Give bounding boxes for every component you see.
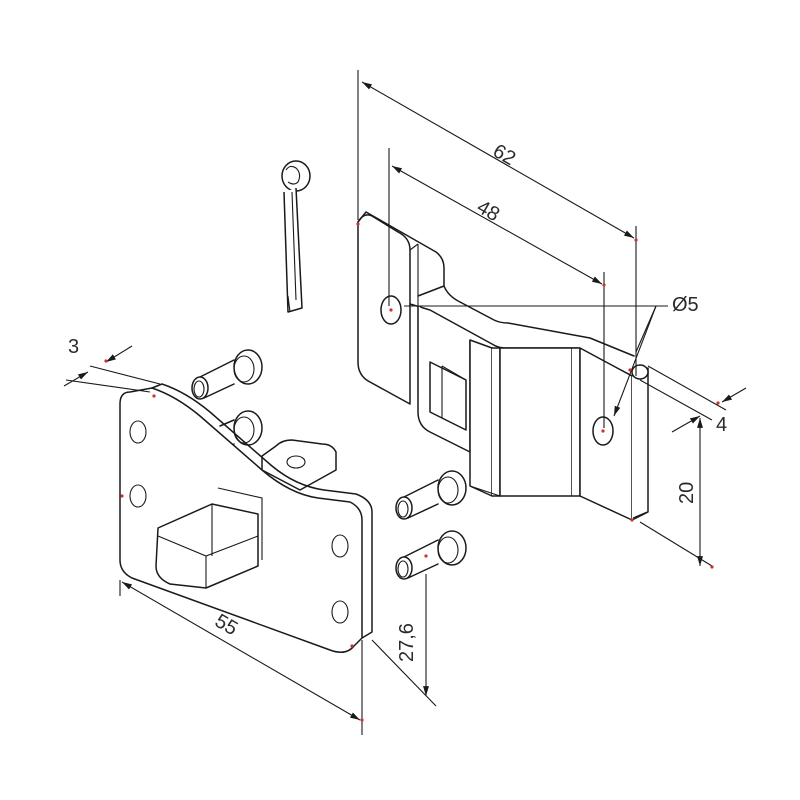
cotter-pin: [281, 160, 311, 313]
dimension-27-6: [371, 574, 437, 707]
reference-markers: [104, 222, 720, 722]
dimension-3: [63, 345, 161, 393]
pin-bottom-right-2: [395, 530, 467, 580]
dim-label-hole-diameter: Ø5: [672, 294, 699, 316]
dimension-4: [639, 365, 747, 433]
pin-top-left-1: [191, 349, 263, 400]
pin-top-left-2: [219, 410, 263, 449]
dim-label-27-6: 27,6: [396, 623, 418, 662]
dim-label-3: 3: [68, 336, 80, 358]
angle-bracket: [357, 211, 649, 521]
pin-bottom-right-1: [395, 470, 467, 520]
dimension-20: [639, 418, 713, 567]
dimension-hole: [404, 305, 668, 417]
dim-label-20: 20: [676, 481, 698, 504]
dimension-48: [388, 148, 605, 428]
dim-label-4: 4: [716, 414, 728, 436]
